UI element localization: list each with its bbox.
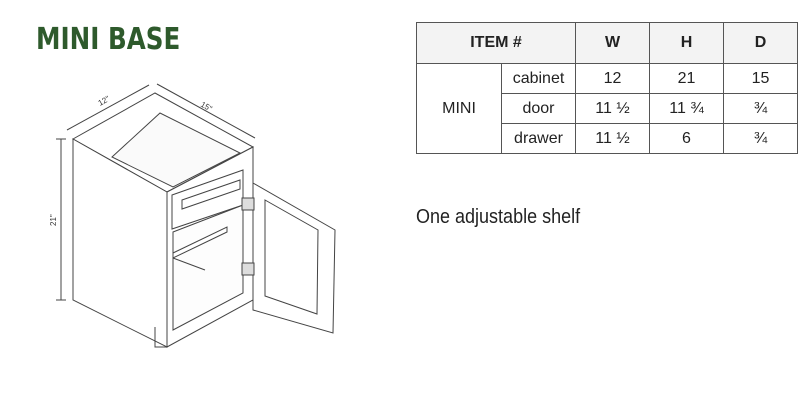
drawer-panel	[181, 179, 241, 210]
height-label: 21"	[49, 214, 58, 226]
w-cell: 12	[575, 63, 650, 94]
door-panel	[264, 199, 319, 315]
part-cell: drawer	[501, 123, 576, 154]
page-title: MINI BASE	[36, 22, 181, 57]
table-row: drawer 11 ½ 6 ¾	[417, 123, 798, 154]
d-cell: ¾	[723, 93, 798, 124]
w-cell: 11 ½	[575, 123, 650, 154]
depth-dimension	[156, 83, 256, 139]
h-cell: 11 ¾	[649, 93, 724, 124]
shelf	[172, 226, 228, 259]
cabinet-opening	[111, 112, 242, 188]
h-cell: 6	[649, 123, 724, 154]
header-w: W	[575, 22, 650, 64]
table-row: door 11 ½ 11 ¾ ¾	[417, 93, 798, 124]
header-item: ITEM #	[416, 22, 576, 64]
d-cell: 15	[723, 63, 798, 94]
width-dimension	[66, 84, 150, 131]
width-label: 12"	[97, 94, 112, 108]
w-cell: 11 ½	[575, 93, 650, 124]
part-cell: cabinet	[501, 63, 576, 94]
header-d: D	[723, 22, 798, 64]
door-opening	[172, 204, 244, 331]
table-row: MINI cabinet 12 21 15	[416, 63, 798, 154]
group-cell: MINI	[416, 63, 502, 154]
dimensions-table: ITEM # W H D MINI cabinet 12 21 15 door …	[416, 22, 798, 154]
shelf-note: One adjustable shelf	[416, 206, 581, 228]
hinge-bottom	[241, 262, 255, 276]
d-cell: ¾	[723, 123, 798, 154]
hinge-top	[241, 197, 255, 211]
part-cell: door	[501, 93, 576, 124]
h-cell: 21	[649, 63, 724, 94]
depth-label: 15"	[199, 100, 214, 114]
header-h: H	[649, 22, 724, 64]
